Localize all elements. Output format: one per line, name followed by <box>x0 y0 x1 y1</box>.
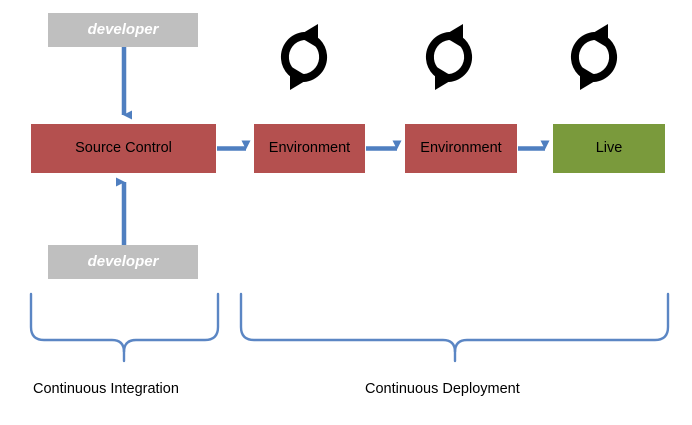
node-label: Environment <box>420 139 502 156</box>
sync-circular-arrows-icon <box>564 22 624 92</box>
node-label: developer <box>87 20 159 38</box>
brace-continuous-deployment <box>239 292 670 363</box>
node-live[interactable]: Live <box>553 124 665 173</box>
phase-label-continuous-deployment: Continuous Deployment <box>365 381 520 397</box>
brace-continuous-integration <box>29 292 220 363</box>
phase-label-continuous-integration: Continuous Integration <box>33 381 179 397</box>
node-label: developer <box>87 252 159 270</box>
node-environment-2[interactable]: Environment <box>405 124 517 173</box>
node-developer-bottom[interactable]: developer <box>48 245 198 279</box>
node-developer-top[interactable]: developer <box>48 13 198 47</box>
sync-circular-arrows-icon <box>419 22 479 92</box>
node-label: Environment <box>268 139 351 156</box>
node-source-control[interactable]: Source Control <box>31 124 216 173</box>
node-label: Source Control <box>75 139 172 156</box>
node-environment-1[interactable]: Environment <box>254 124 365 173</box>
node-label: Live <box>595 139 623 156</box>
sync-circular-arrows-icon <box>274 22 334 92</box>
